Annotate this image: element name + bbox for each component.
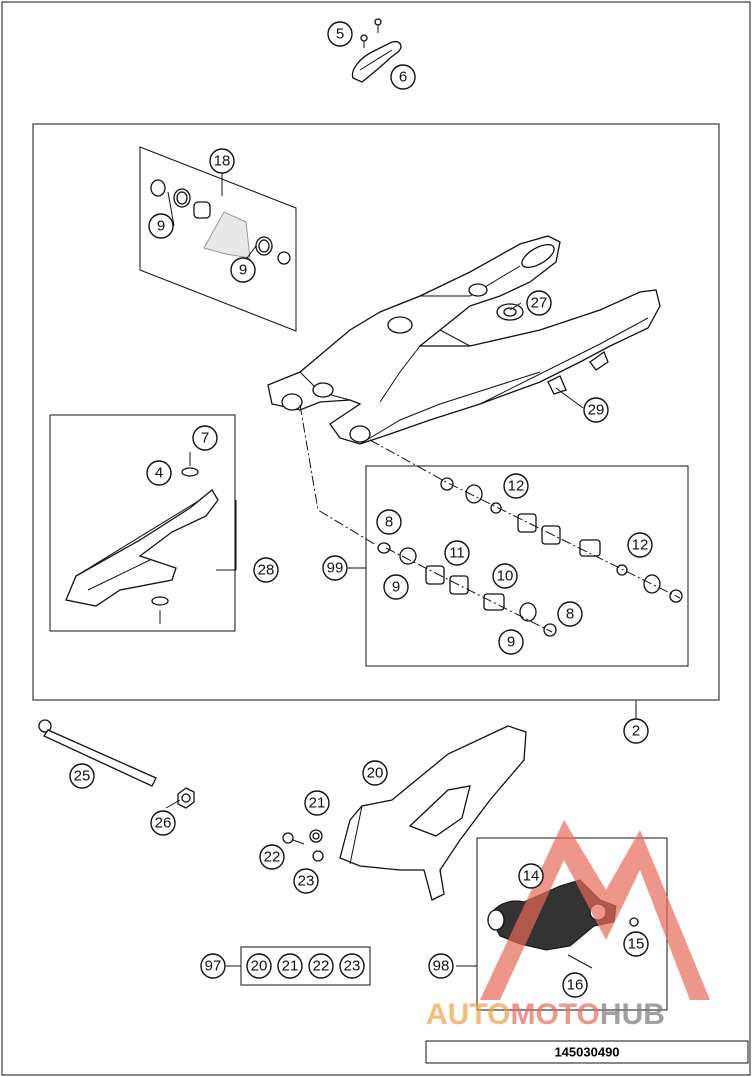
callout-18: 18: [209, 148, 235, 174]
svg-text:28: 28: [258, 562, 275, 579]
callout-9-b: 9: [230, 257, 256, 283]
svg-text:6: 6: [399, 69, 407, 86]
part-clamp-group: [351, 18, 402, 83]
svg-text:25: 25: [74, 768, 91, 785]
watermark-logo: AUTOMOTOHUB: [426, 820, 710, 1031]
callout-9-d: 9: [498, 629, 524, 655]
chain-slider-frame: [49, 414, 236, 632]
svg-text:22: 22: [313, 958, 330, 975]
callout-11: 11: [444, 540, 470, 566]
kit-97-item-21: 21: [277, 953, 303, 979]
kit-97-item-23: 23: [339, 953, 365, 979]
bearing-set-18: [150, 179, 291, 265]
svg-text:9: 9: [392, 579, 400, 596]
callout-15: 15: [623, 931, 649, 957]
callout-12-b: 12: [627, 532, 653, 558]
callout-8-b: 8: [557, 601, 583, 627]
svg-text:7: 7: [201, 430, 209, 447]
watermark-part1: AUTO: [426, 998, 510, 1031]
callout-8-a: 8: [376, 509, 402, 535]
axis-line-lower: [385, 547, 553, 633]
kit-97-item-22: 22: [308, 953, 334, 979]
svg-text:9: 9: [239, 262, 247, 279]
drawing-number-box: [425, 1040, 749, 1064]
svg-text:23: 23: [298, 873, 315, 890]
svg-text:10: 10: [497, 568, 514, 585]
svg-text:97: 97: [205, 958, 222, 975]
axis-line-left: [299, 404, 377, 546]
svg-text:29: 29: [588, 402, 605, 419]
svg-text:14: 14: [523, 868, 540, 885]
svg-text:4: 4: [155, 465, 163, 482]
svg-text:12: 12: [632, 537, 649, 554]
bushing-set-frame: [365, 465, 689, 667]
fasteners-21-23: [282, 829, 324, 862]
svg-text:8: 8: [385, 514, 393, 531]
svg-text:99: 99: [327, 560, 344, 577]
svg-text:26: 26: [155, 815, 172, 832]
axle-25: [38, 719, 157, 787]
drawing-number: 145030490: [554, 1045, 619, 1060]
svg-text:23: 23: [344, 958, 361, 975]
callout-20: 20: [362, 760, 388, 786]
callout-21: 21: [304, 790, 330, 816]
svg-text:AUTOMOTOHUB: AUTOMOTOHUB: [426, 998, 665, 1031]
watermark-part2: MOTO: [510, 998, 599, 1031]
callout-5: 5: [327, 21, 353, 47]
callout-4: 4: [146, 460, 172, 486]
callout-9-c: 9: [383, 574, 409, 600]
callout-9-a: 9: [148, 213, 174, 239]
svg-text:20: 20: [367, 765, 384, 782]
svg-text:15: 15: [628, 936, 645, 953]
swingarm-assembly-frame: [32, 123, 720, 701]
svg-text:21: 21: [282, 958, 299, 975]
svg-text:12: 12: [508, 478, 525, 495]
svg-text:8: 8: [566, 606, 574, 623]
svg-text:98: 98: [433, 958, 450, 975]
callout-2: 2: [623, 718, 649, 744]
svg-text:9: 9: [157, 218, 165, 235]
svg-text:22: 22: [264, 849, 281, 866]
nut-26: [177, 787, 195, 809]
bearing-set-frame: [139, 146, 297, 332]
callout-10: 10: [492, 563, 518, 589]
chain-guard-20: [339, 725, 527, 901]
swingarm: [267, 235, 661, 445]
svg-text:16: 16: [567, 977, 584, 994]
callout-14: 14: [518, 863, 544, 889]
callout-25: 25: [69, 763, 95, 789]
part-27-bushing: [496, 303, 524, 321]
callout-97: 97: [200, 953, 226, 979]
callout-23: 23: [293, 868, 319, 894]
chain-slider-28: [65, 452, 219, 624]
callout-16: 16: [562, 972, 588, 998]
svg-text:20: 20: [251, 958, 268, 975]
callout-28: 28: [253, 557, 279, 583]
callout-6: 6: [390, 64, 416, 90]
watermark-part3: HUB: [600, 998, 665, 1031]
callout-99: 99: [322, 555, 348, 581]
kit-97-item-20: 20: [246, 953, 272, 979]
callout-98: 98: [428, 953, 454, 979]
svg-text:11: 11: [449, 545, 465, 562]
callout-7: 7: [192, 425, 218, 451]
callout-26: 26: [150, 810, 176, 836]
callout-22: 22: [259, 844, 285, 870]
svg-text:27: 27: [531, 295, 548, 312]
bushing-set: [377, 477, 683, 637]
callout-27: 27: [526, 290, 552, 316]
callout-29: 29: [583, 397, 609, 423]
svg-text:21: 21: [309, 795, 326, 812]
callout-12-a: 12: [503, 473, 529, 499]
svg-text:2: 2: [632, 723, 640, 740]
svg-text:9: 9: [507, 634, 515, 651]
svg-text:5: 5: [336, 26, 344, 43]
axis-line-right: [369, 439, 681, 599]
svg-text:18: 18: [214, 153, 231, 170]
